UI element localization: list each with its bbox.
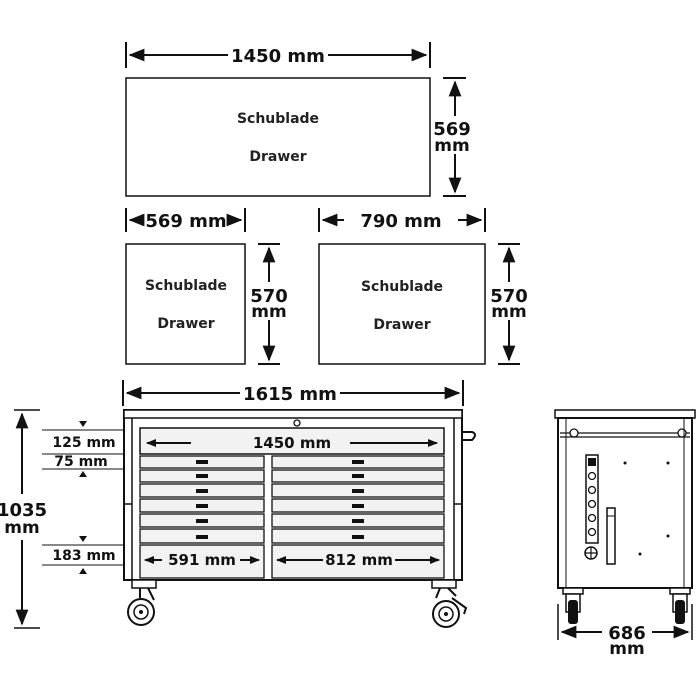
top-drawer-depth-num: 569: [433, 119, 471, 140]
left-drawer-label-de: Schublade: [145, 278, 227, 294]
side-view: 686 mm: [554, 409, 696, 659]
lock-icon: [293, 419, 301, 427]
side-handle-icon: [462, 431, 476, 441]
right-drawer-depth-unit: mm: [491, 302, 526, 322]
front-inner-width: 1450 mm: [253, 434, 331, 452]
side-depth-unit: mm: [609, 639, 644, 659]
top-drawer-label-de: Schublade: [237, 111, 319, 127]
left-drawer-outline: [125, 243, 246, 365]
left-drawer-depth-num: 570: [250, 286, 288, 307]
drawer-right: 790 mm Schublade Drawer 570 mm: [318, 208, 528, 365]
top-drawer-outline: [125, 77, 431, 197]
side-body: [557, 417, 693, 589]
cabinet-top: [123, 409, 463, 419]
side-caster-left-icon: [562, 587, 584, 624]
front-height-unit: mm: [4, 518, 39, 538]
front-overall-width: 1615 mm: [243, 384, 337, 405]
side-handle-bar: [606, 507, 616, 565]
right-drawer-outline: [318, 243, 486, 365]
drawer-height-183: 183 mm: [52, 548, 115, 564]
left-drawer-depth-unit: mm: [251, 302, 286, 322]
right-drawer-depth-num: 570: [490, 286, 528, 307]
left-drawer-label-en: Drawer: [157, 316, 214, 332]
right-drawer-label-de: Schublade: [361, 279, 443, 295]
drawer-height-125: 125 mm: [52, 435, 115, 451]
left-drawer-bank: [139, 455, 265, 579]
side-depth-num: 686: [608, 623, 646, 644]
front-view: 1615 mm 1450 mm: [0, 380, 476, 629]
left-bank-width: 591 mm: [168, 551, 236, 569]
caster-right-icon: [431, 579, 468, 628]
right-drawer-width: 790 mm: [360, 211, 441, 232]
left-drawer-width: 569 mm: [145, 211, 226, 232]
caster-left-icon: [127, 579, 157, 626]
front-wide-drawer: [139, 427, 445, 455]
top-drawer-width: 1450 mm: [231, 46, 325, 67]
right-drawer-label-en: Drawer: [373, 317, 430, 333]
front-height-num: 1035: [0, 500, 47, 521]
drawer-top: 1450 mm Schublade Drawer 569 mm: [125, 42, 471, 197]
top-drawer-depth-unit: mm: [434, 136, 469, 156]
drawer-height-75: 75 mm: [54, 454, 108, 470]
top-drawer-label-en: Drawer: [249, 149, 306, 165]
power-strip-icon: [585, 454, 599, 544]
right-drawer-bank: [271, 455, 445, 579]
right-bank-width: 812 mm: [325, 551, 393, 569]
drawer-left: 569 mm Schublade Drawer 570 mm: [125, 208, 288, 365]
side-caster-right-icon: [669, 587, 691, 624]
